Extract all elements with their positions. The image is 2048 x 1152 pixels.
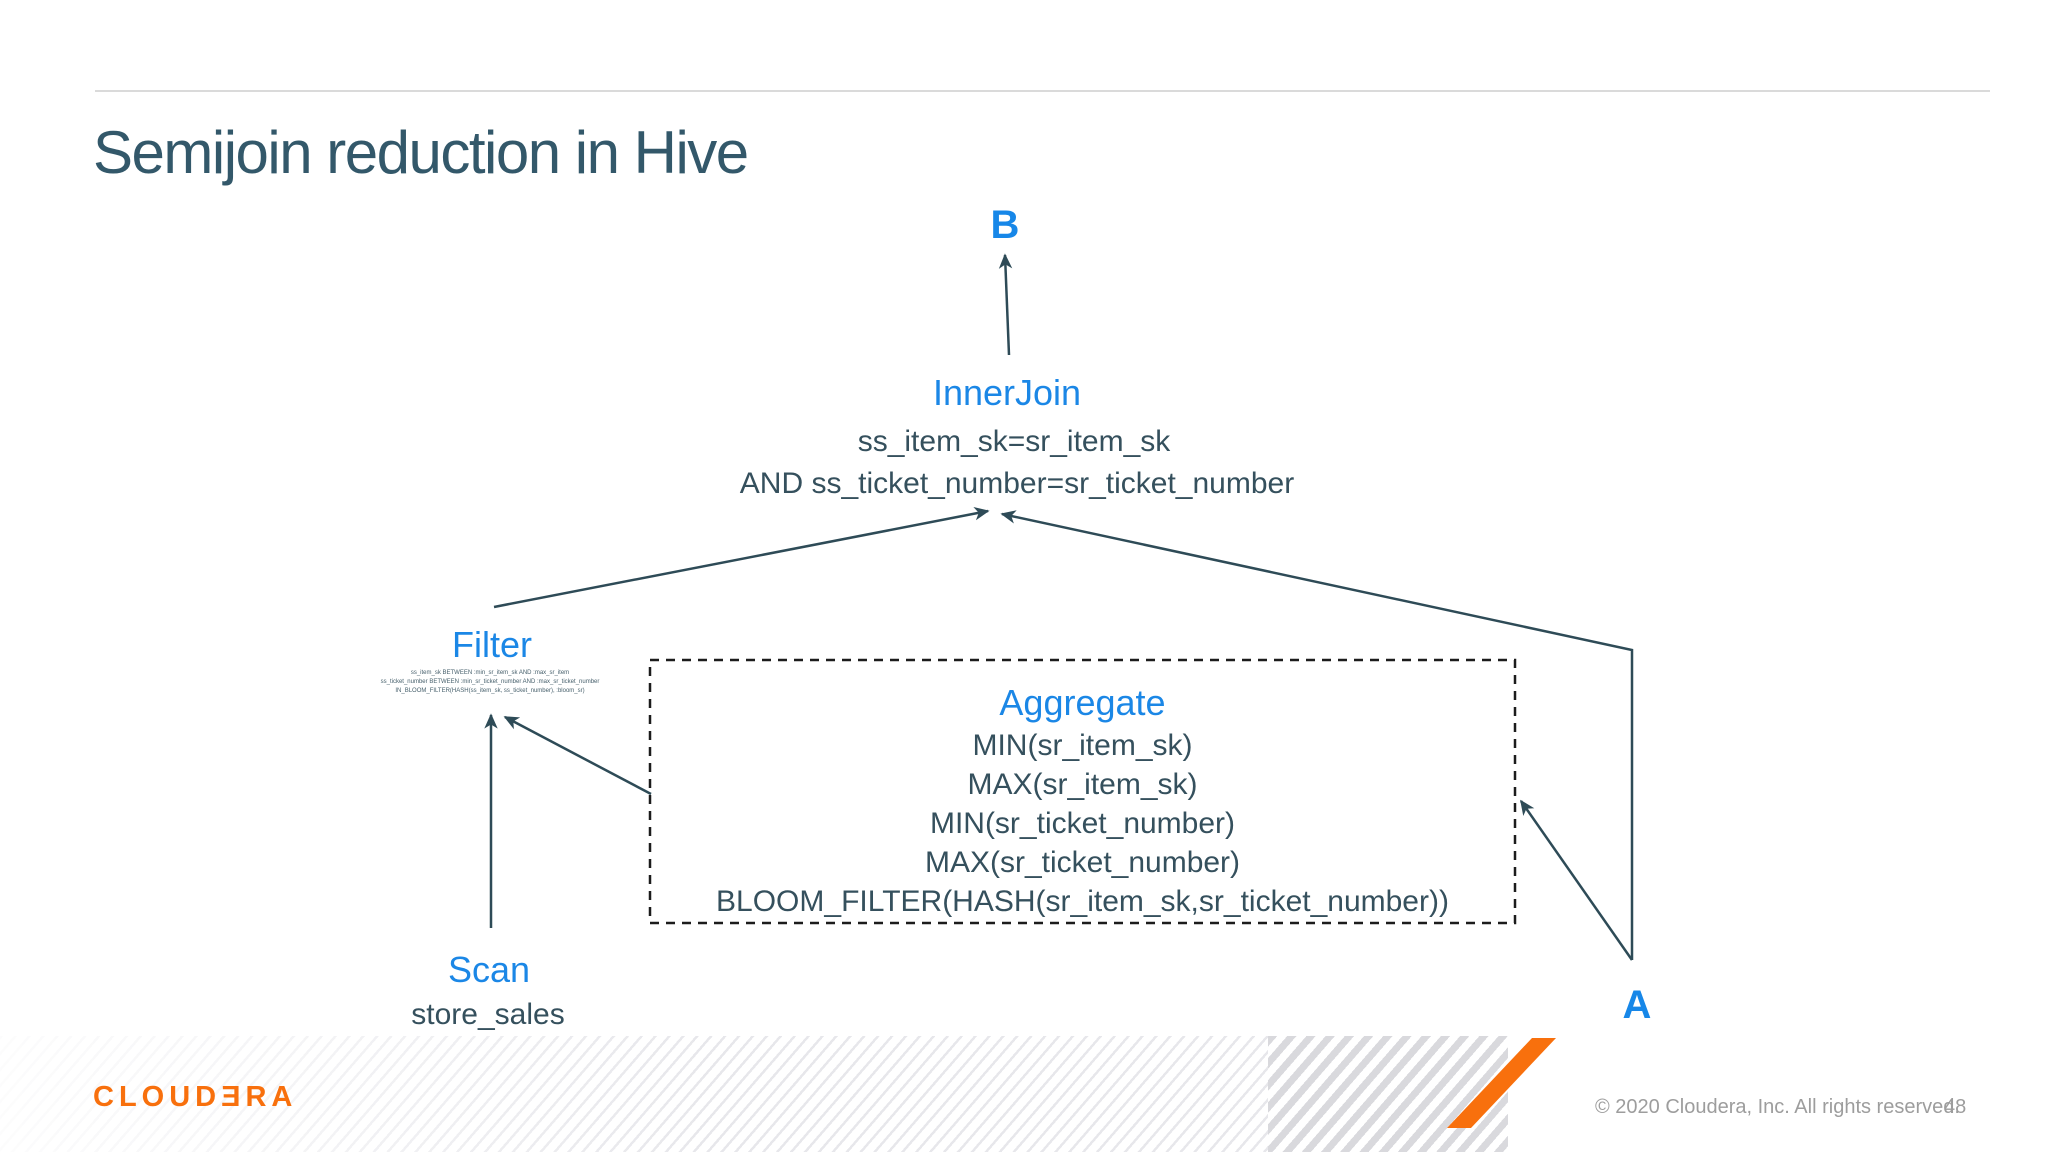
innerjoin-node-title: InnerJoin	[932, 372, 1082, 413]
scan-table-name: store_sales	[411, 998, 565, 1031]
aggregate-expression: MIN(sr_ticket_number)	[929, 807, 1236, 840]
header-divider-line	[95, 90, 1990, 92]
filter-node-title: Filter	[452, 624, 532, 665]
arrow-aggregate-to-filter	[503, 715, 652, 796]
page-number: 48	[1944, 1096, 1967, 1118]
filter-predicate-line: ss_ticket_number BETWEEN :min_sr_ticket_…	[380, 679, 600, 685]
input-label-a: A	[1622, 983, 1652, 1027]
aggregate-expression: MIN(sr_item_sk)	[972, 729, 1193, 762]
arrow-filter-to-innerjoin	[493, 506, 990, 609]
cloudera-logo: CLOUDƎRA	[93, 1081, 298, 1113]
aggregate-expression: MAX(sr_item_sk)	[967, 768, 1198, 801]
output-label-b: B	[990, 203, 1020, 247]
filter-predicate-line: ss_item_sk BETWEEN :min_sr_item_sk AND :…	[410, 670, 570, 676]
innerjoin-condition-2: AND ss_ticket_number=sr_ticket_number	[739, 467, 1295, 500]
aggregate-expression: MAX(sr_ticket_number)	[924, 846, 1241, 879]
aggregate-node: Aggregate MIN(sr_item_sk) MAX(sr_item_sk…	[650, 660, 1515, 923]
arrow-innerjoin-to-b	[998, 253, 1013, 356]
filter-predicate-text: ss_item_sk BETWEEN :min_sr_item_sk AND :…	[381, 669, 600, 696]
footer-thin-stripes-decoration	[0, 1036, 1290, 1152]
footer-thick-stripes-decoration	[1268, 1036, 1508, 1152]
arrow-a-to-aggregate	[1519, 799, 1634, 961]
innerjoin-condition-1: ss_item_sk=sr_item_sk	[857, 425, 1171, 458]
scan-node-title: Scan	[447, 949, 531, 990]
aggregate-expression: BLOOM_FILTER(HASH(sr_item_sk,sr_ticket_n…	[716, 885, 1449, 918]
copyright-text: © 2020 Cloudera, Inc. All rights reserve…	[1595, 1096, 1960, 1118]
slide-title: Semijoin reduction in Hive	[93, 119, 749, 186]
filter-predicate-line: IN_BLOOM_FILTER(HASH(ss_item_sk, ss_tick…	[395, 688, 585, 694]
aggregate-node-title: Aggregate	[999, 682, 1166, 723]
